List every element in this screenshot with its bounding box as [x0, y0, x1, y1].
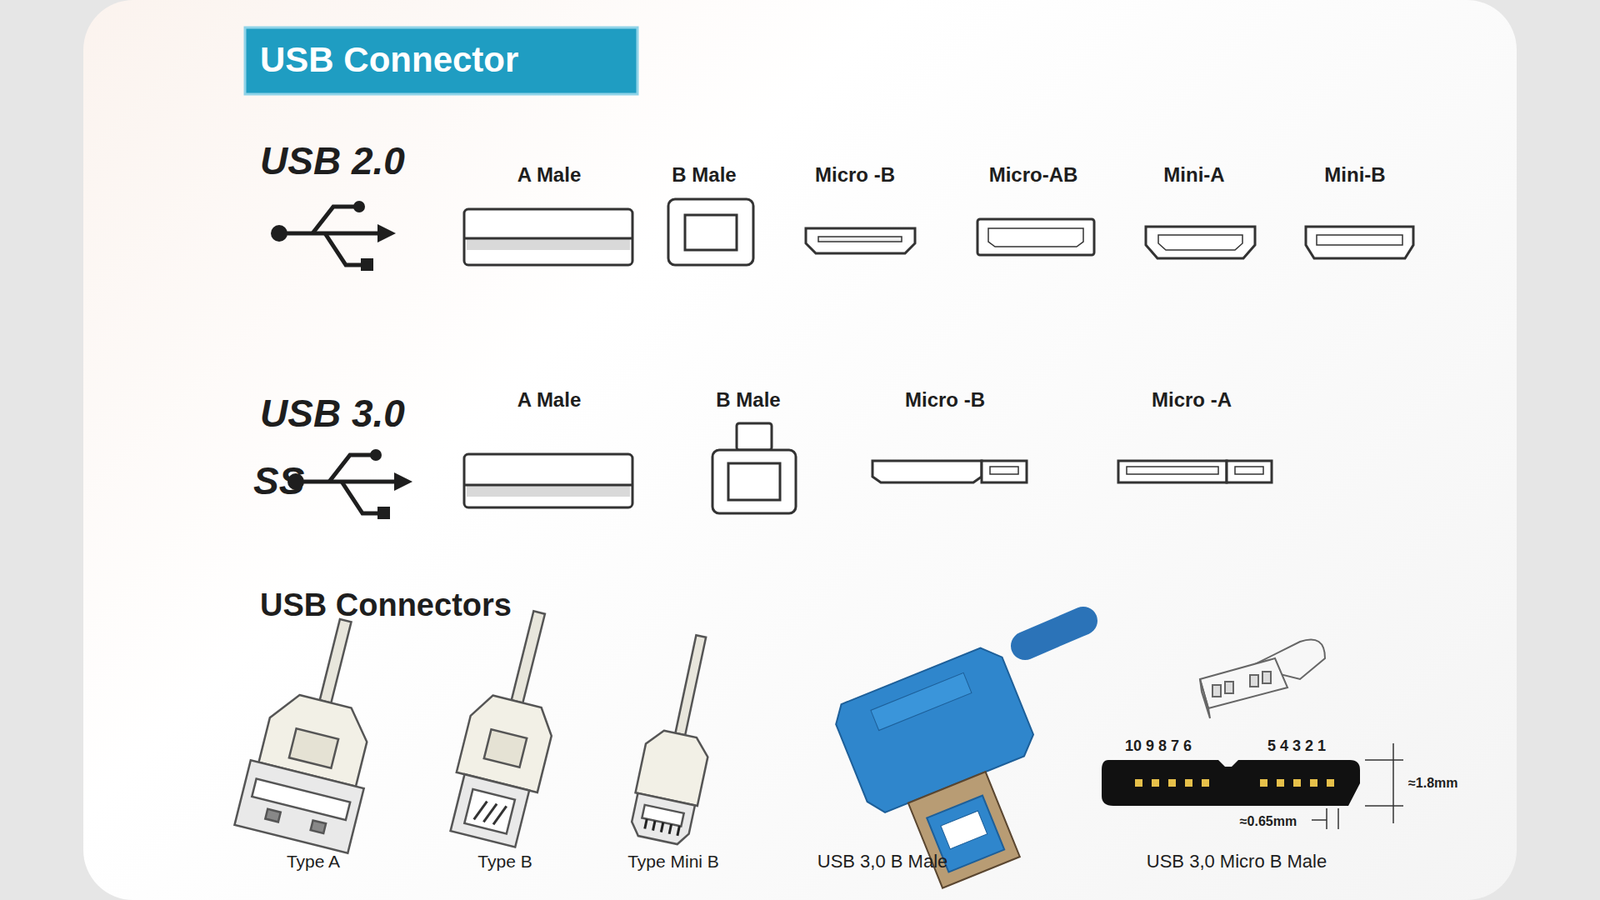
pin-numbers: 5 4 3 2 1	[1267, 738, 1326, 755]
pin-numbers: 10 9 8 7 6	[1125, 738, 1192, 755]
plug-caption: Type Mini B	[627, 851, 720, 871]
connector-name: Micro-AB	[989, 164, 1079, 186]
connector-name: Mini-A	[1163, 164, 1225, 186]
dimension-label: ≈0.65mm	[1240, 814, 1297, 830]
connector-outlines	[464, 199, 1414, 514]
type-a-plug	[234, 606, 402, 854]
type-b-plug	[442, 602, 580, 850]
plug-caption: Type B	[477, 851, 532, 871]
dimension-label: ≈1.8mm	[1408, 775, 1458, 791]
connector-name: Micro -A	[1151, 389, 1232, 411]
plug-caption: Type A	[286, 851, 340, 871]
plug-caption: USB 3,0 B Male	[817, 851, 949, 872]
mini-b-plug	[626, 630, 732, 847]
micro-b-pinout	[1101, 743, 1404, 830]
title-banner-text: USB Connector	[260, 40, 519, 80]
superspeed-mark: SS	[253, 460, 305, 503]
connector-name: A Male	[517, 164, 581, 186]
usb-logo	[270, 200, 396, 271]
connector-name: A Male	[517, 389, 581, 411]
section-heading: USB Connectors	[260, 588, 512, 624]
plug-caption: USB 3,0 Micro B Male	[1146, 851, 1327, 872]
connector-name: Mini-B	[1324, 164, 1385, 186]
connector-name: Micro -B	[815, 164, 895, 186]
title-banner	[245, 27, 638, 95]
usb-version: USB 2.0	[260, 140, 405, 183]
usb-ss-logo	[287, 449, 413, 520]
connector-name: B Male	[671, 164, 736, 186]
usb-version: USB 3.0	[260, 392, 405, 435]
micro-b-sketch	[1200, 640, 1325, 720]
connector-name: Micro -B	[905, 389, 985, 411]
connector-name: B Male	[715, 389, 780, 411]
